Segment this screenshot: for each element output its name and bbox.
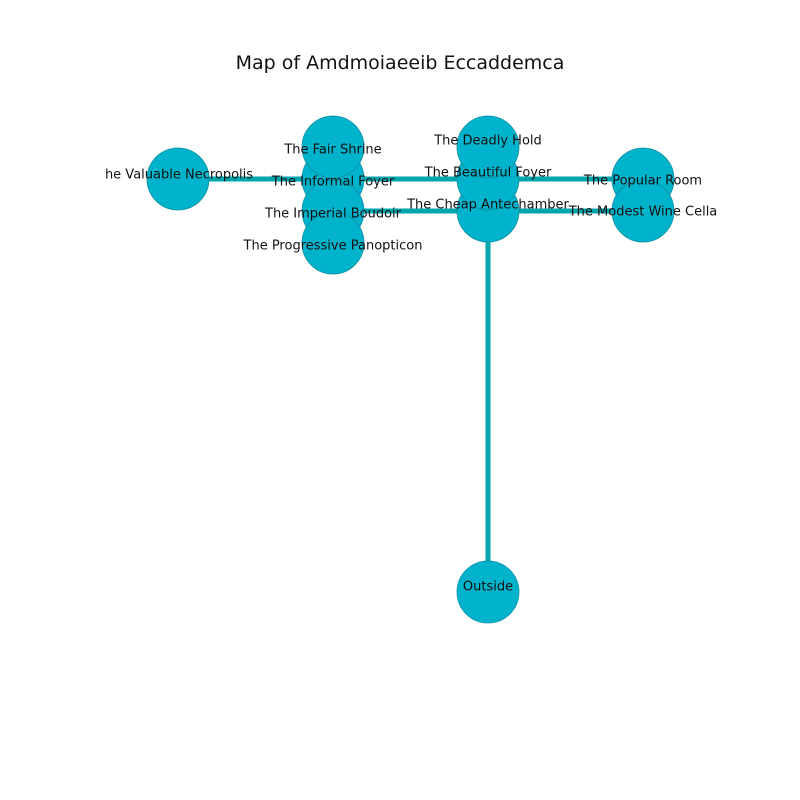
room-label-modest-wine-cellar: The Modest Wine Cella [568, 205, 718, 220]
room-label-deadly-hold: The Deadly Hold [433, 134, 542, 149]
room-label-imperial-boudoir: The Imperial Boudoir [264, 207, 402, 222]
room-node-progressive-panopticon [301, 211, 365, 275]
room-node-fair-shrine [301, 115, 365, 179]
room-node-modest-wine-cellar [611, 179, 675, 243]
room-node-outside [456, 560, 520, 624]
room-label-cheap-antechamber: The Cheap Antechamber [406, 198, 569, 213]
room-node-deadly-hold [456, 115, 520, 179]
room-label-valuable-necropolis: he Valuable Necropolis [105, 168, 253, 183]
room-label-popular-room: The Popular Room [583, 174, 702, 189]
room-node-valuable-necropolis [146, 147, 210, 211]
map-title: Map of Amdmoiaeeib Eccaddemca [235, 52, 565, 74]
room-label-fair-shrine: The Fair Shrine [283, 143, 381, 158]
room-label-progressive-panopticon: The Progressive Panopticon [243, 239, 423, 254]
room-label-beautiful-foyer: The Beautiful Foyer [424, 166, 552, 181]
room-label-outside: Outside [463, 580, 513, 595]
room-label-informal-foyer: The Informal Foyer [271, 175, 395, 190]
